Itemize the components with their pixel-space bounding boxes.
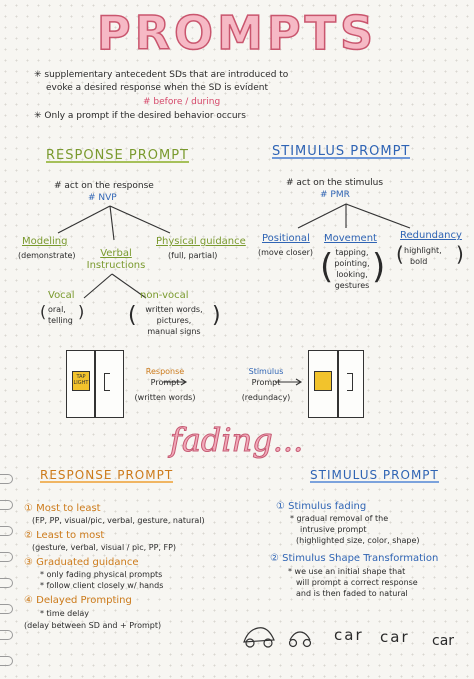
response-example-note: (written words)	[134, 393, 196, 402]
stimulus-example-label: Stimulus	[248, 367, 284, 376]
response-act: # act on the response	[54, 181, 154, 191]
vocal-paren-left: (	[40, 302, 47, 321]
non-vocal-label: non-vocal	[140, 290, 189, 301]
physical-guidance-label: Physical guidance	[156, 236, 246, 247]
intro-bullet-1-line-1: ✳ supplementary antecedent SDs that are …	[34, 70, 289, 80]
graduated-guidance: ③ Graduated guidance	[24, 557, 139, 568]
nonvocal-paren-right: )	[212, 303, 221, 328]
non-vocal-note-2: pictures,	[156, 316, 192, 325]
most-to-least-note: (FP, PP, visual/pic, verbal, gesture, na…	[32, 516, 205, 525]
response-prompt-heading: RESPONSE PROMPT	[46, 148, 189, 163]
non-vocal-note-3: manual signs	[147, 327, 201, 336]
stimulus-tag: # PMR	[320, 190, 350, 200]
vocal-label: Vocal	[48, 290, 75, 301]
stimulus-act: # act on the stimulus	[286, 178, 384, 188]
movement-note-1: tapping,	[335, 248, 369, 257]
delayed-prompting: ④ Delayed Prompting	[24, 595, 132, 606]
fading-response-heading: RESPONSE PROMPT	[40, 468, 174, 483]
stimulus-fading-note-2: intrusive prompt	[300, 525, 367, 534]
movement-paren-left: (	[320, 247, 334, 287]
vocal-paren-right: )	[78, 302, 85, 321]
nonvocal-paren-left: (	[128, 303, 137, 328]
car-word-1: car	[334, 626, 364, 644]
delayed-prompting-note-2: (delay between SD and + Prompt)	[24, 621, 162, 630]
redundancy-label: Redundancy	[400, 230, 462, 241]
stimulus-fading-note-1: * gradual removal of the	[290, 514, 389, 523]
fading-stimulus-heading: STIMULUS PROMPT	[310, 468, 439, 483]
intro-bullet-1-line-2: evoke a desired response when the SD is …	[46, 83, 269, 93]
fading-title: fading...	[169, 421, 304, 460]
modeling-label: Modeling	[22, 236, 68, 247]
intro-bullet-2: ✳ Only a prompt if the desired behavior …	[34, 111, 246, 121]
response-example-label: Response	[145, 367, 185, 376]
response-tag: # NVP	[88, 193, 117, 203]
stimulus-fading: ① Stimulus fading	[276, 501, 367, 512]
movement-paren-right: )	[372, 247, 386, 287]
delayed-prompting-note-1: * time delay	[40, 609, 90, 618]
vocal-note-2: telling	[48, 316, 73, 325]
physical-guidance-note: (full, partial)	[168, 251, 218, 260]
redundancy-note-1: highlight,	[404, 246, 442, 255]
redundancy-paren-right: )	[456, 242, 464, 266]
car-word-2: car	[380, 628, 410, 646]
intro-tag: # before / during	[143, 97, 221, 107]
least-to-most-note: (gesture, verbal, visual / pic, PP, FP)	[32, 543, 177, 552]
car-drawing-1	[243, 627, 275, 643]
redundancy-note-2: bold	[410, 257, 428, 266]
positional-note: (move closer)	[258, 248, 314, 257]
shape-transformation-note-1: * we use an initial shape that	[288, 567, 406, 576]
stimulus-shape-transformation: ② Stimulus Shape Transformation	[270, 553, 439, 564]
verbal-label: Verbal	[100, 248, 132, 259]
redundancy-paren-left: (	[396, 242, 404, 266]
movement-note-2: pointing,	[334, 259, 370, 268]
most-to-least: ① Most to least	[24, 503, 101, 514]
movement-label: Movement	[324, 233, 377, 244]
movement-note-4: gestures	[334, 281, 370, 290]
page-title: PROMPTS	[96, 5, 378, 61]
stimulus-prompt-heading: STIMULUS PROMPT	[272, 144, 411, 159]
graduated-guidance-note-1: * only fading physical prompts	[40, 570, 163, 579]
car-drawing-2	[289, 631, 311, 641]
positional-label: Positional	[262, 233, 310, 244]
response-example-prompt: Prompt	[150, 378, 180, 387]
vocal-note-1: oral,	[48, 305, 66, 314]
shape-transformation-note-3: and is then faded to natural	[296, 589, 408, 598]
highlighted-block	[314, 371, 332, 391]
car-word-3: car	[432, 633, 455, 649]
modeling-note: (demonstrate)	[18, 251, 76, 260]
least-to-most: ② Least to most	[24, 530, 105, 541]
non-vocal-note-1: written words,	[145, 305, 203, 314]
stimulus-example-note: (redundacy)	[241, 393, 291, 402]
shape-transformation-note-2: will prompt a correct response	[296, 578, 418, 587]
movement-note-3: looking,	[336, 270, 368, 279]
verbal-instructions-label: Instructions	[86, 260, 146, 271]
stimulus-fading-note-3: (highlighted size, color, shape)	[296, 536, 420, 545]
stimulus-example-prompt: Prompt	[251, 378, 281, 387]
stimulus-door-drawing	[308, 350, 364, 418]
response-door-drawing: TAP LIGHT	[66, 350, 124, 418]
graduated-guidance-note-2: * follow client closely w/ hands	[40, 581, 164, 590]
sticky-note: TAP LIGHT	[72, 371, 90, 391]
